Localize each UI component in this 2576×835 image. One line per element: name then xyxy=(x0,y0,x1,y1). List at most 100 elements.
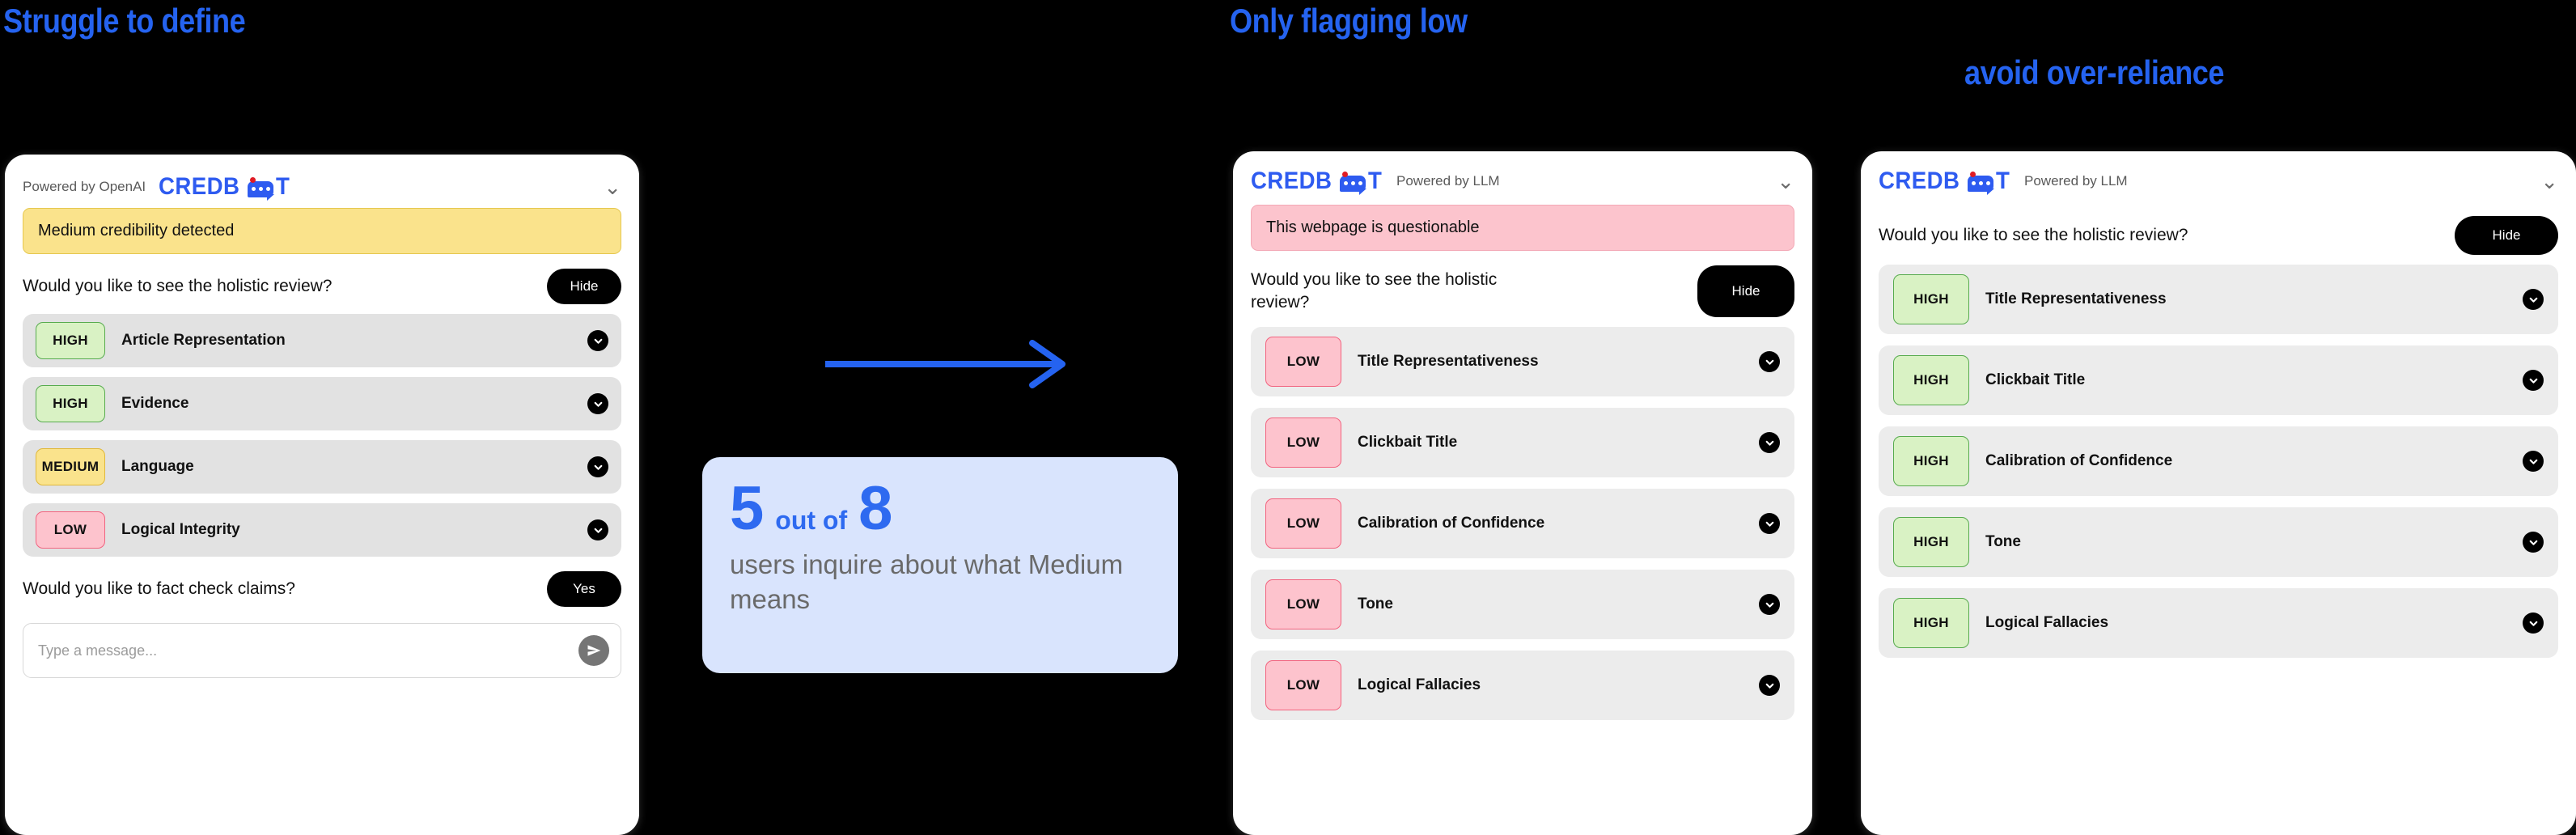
expand-chevron-down-icon[interactable] xyxy=(2523,612,2544,634)
criteria-row[interactable]: LOW Logical Integrity xyxy=(23,503,621,557)
logo-text-right: T xyxy=(1996,167,2010,194)
powered-by-label: Powered by LLM xyxy=(2024,173,2128,189)
criteria-row[interactable]: LOW Clickbait Title xyxy=(1251,408,1794,477)
rating-badge: MEDIUM xyxy=(36,448,105,485)
holistic-review-question: Would you like to see the holistic revie… xyxy=(1251,269,1498,312)
rating-badge: HIGH xyxy=(1893,355,1969,405)
annotation-heading-flagging: Only flagging low xyxy=(1230,2,1468,40)
hide-button[interactable]: Hide xyxy=(2455,216,2558,255)
logo-text-right: T xyxy=(276,173,290,200)
criteria-row[interactable]: HIGH Clickbait Title xyxy=(1879,345,2558,415)
criteria-label: Language xyxy=(121,458,194,475)
annotation-heading-reliance: avoid over-reliance xyxy=(1964,53,2225,91)
stat-numerator: 5 xyxy=(730,474,765,543)
expand-chevron-down-icon[interactable] xyxy=(587,393,608,414)
collapse-chevron-down-icon[interactable]: ⌄ xyxy=(1777,169,1794,193)
criteria-row[interactable]: LOW Logical Fallacies xyxy=(1251,651,1794,720)
expand-chevron-down-icon[interactable] xyxy=(2523,532,2544,553)
panel-header: CREDB T Powered by LLM ⌄ xyxy=(1233,151,1812,201)
expand-chevron-down-icon[interactable] xyxy=(2523,289,2544,310)
robot-chat-bubble-icon xyxy=(248,177,275,201)
expand-chevron-down-icon[interactable] xyxy=(587,330,608,351)
credbot-panel-low-flagging: CREDB T Powered by LLM ⌄ This webpage is… xyxy=(1233,151,1812,835)
hide-button[interactable]: Hide xyxy=(547,269,621,304)
expand-chevron-down-icon[interactable] xyxy=(587,519,608,540)
credbot-logo: CREDB T xyxy=(1879,167,2011,195)
holistic-review-question-row: Would you like to see the holistic revie… xyxy=(1879,201,2558,263)
powered-by-llm-link[interactable]: LLM xyxy=(1472,173,1500,189)
criteria-label: Evidence xyxy=(121,395,189,412)
stat-callout-card: 5 out of 8 users inquire about what Medi… xyxy=(702,457,1178,673)
criteria-row[interactable]: MEDIUM Language xyxy=(23,440,621,494)
expand-chevron-down-icon[interactable] xyxy=(587,456,608,477)
expand-chevron-down-icon[interactable] xyxy=(1759,675,1780,696)
logo-text-right: T xyxy=(1368,167,1383,194)
credibility-alert-banner: This webpage is questionable xyxy=(1251,205,1794,251)
rating-badge: HIGH xyxy=(1893,436,1969,486)
stat-description: users inquire about what Medium means xyxy=(730,549,1124,614)
robot-chat-bubble-icon xyxy=(1968,172,1995,195)
holistic-review-question-row: Would you like to see the holistic revie… xyxy=(1251,251,1794,325)
holistic-review-question: Would you like to see the holistic revie… xyxy=(1879,225,2188,244)
panel-header: CREDB T Powered by LLM ⌄ xyxy=(1861,151,2576,201)
criteria-label: Logical Fallacies xyxy=(1358,676,1481,693)
chat-input-bar[interactable]: Type a message... xyxy=(23,623,621,678)
criteria-label: Logical Fallacies xyxy=(1985,614,2109,631)
expand-chevron-down-icon[interactable] xyxy=(1759,513,1780,534)
expand-chevron-down-icon[interactable] xyxy=(2523,370,2544,391)
holistic-review-question: Would you like to see the holistic revie… xyxy=(23,276,333,295)
chat-placeholder[interactable]: Type a message... xyxy=(38,642,158,659)
powered-by-label: Powered by LLM xyxy=(1396,173,1500,189)
robot-chat-bubble-icon xyxy=(1340,172,1367,195)
rating-badge: LOW xyxy=(1265,498,1341,549)
criteria-label: Clickbait Title xyxy=(1358,434,1458,451)
stat-denominator: 8 xyxy=(858,474,893,543)
criteria-label: Clickbait Title xyxy=(1985,371,2086,388)
powered-by-prefix: Powered by xyxy=(1396,173,1473,189)
powered-by-label: Powered by OpenAI xyxy=(23,179,146,194)
criteria-label: Logical Integrity xyxy=(121,521,240,538)
credibility-alert-banner: Medium credibility detected xyxy=(23,208,621,254)
credbot-logo: CREDB T xyxy=(159,173,291,201)
credbot-panel-original: Powered by OpenAI CREDB T ⌄ Medium credi… xyxy=(5,155,639,835)
credbot-logo: CREDB T xyxy=(1251,167,1383,195)
rating-badge: HIGH xyxy=(1893,517,1969,567)
expand-chevron-down-icon[interactable] xyxy=(1759,432,1780,453)
send-icon[interactable] xyxy=(578,635,609,666)
criteria-label: Title Representativeness xyxy=(1358,353,1539,370)
expand-chevron-down-icon[interactable] xyxy=(1759,594,1780,615)
collapse-chevron-down-icon[interactable]: ⌄ xyxy=(2540,169,2558,193)
criteria-label: Tone xyxy=(1985,533,2021,550)
logo-text-left: CREDB xyxy=(159,173,240,200)
rating-badge: LOW xyxy=(1265,660,1341,710)
logo-text-left: CREDB xyxy=(1879,167,1960,194)
criteria-label: Calibration of Confidence xyxy=(1985,452,2173,469)
flow-arrow-icon xyxy=(825,340,1066,388)
fact-check-question: Would you like to fact check claims? xyxy=(23,579,295,598)
criteria-row[interactable]: HIGH Tone xyxy=(1879,507,2558,577)
criteria-row[interactable]: HIGH Calibration of Confidence xyxy=(1879,426,2558,496)
rating-badge: LOW xyxy=(36,511,105,549)
rating-badge: LOW xyxy=(1265,418,1341,468)
stat-out-of-label: out of xyxy=(775,506,848,535)
criteria-label: Title Representativeness xyxy=(1985,290,2167,307)
logo-text-left: CREDB xyxy=(1251,167,1332,194)
collapse-chevron-down-icon[interactable]: ⌄ xyxy=(604,175,621,199)
expand-chevron-down-icon[interactable] xyxy=(2523,451,2544,472)
criteria-label: Tone xyxy=(1358,596,1393,612)
panel-header: Powered by OpenAI CREDB T ⌄ xyxy=(5,155,639,205)
expand-chevron-down-icon[interactable] xyxy=(1759,351,1780,372)
holistic-review-question-row: Would you like to see the holistic revie… xyxy=(23,254,621,312)
hide-button[interactable]: Hide xyxy=(1697,265,1794,317)
yes-button[interactable]: Yes xyxy=(547,571,621,607)
